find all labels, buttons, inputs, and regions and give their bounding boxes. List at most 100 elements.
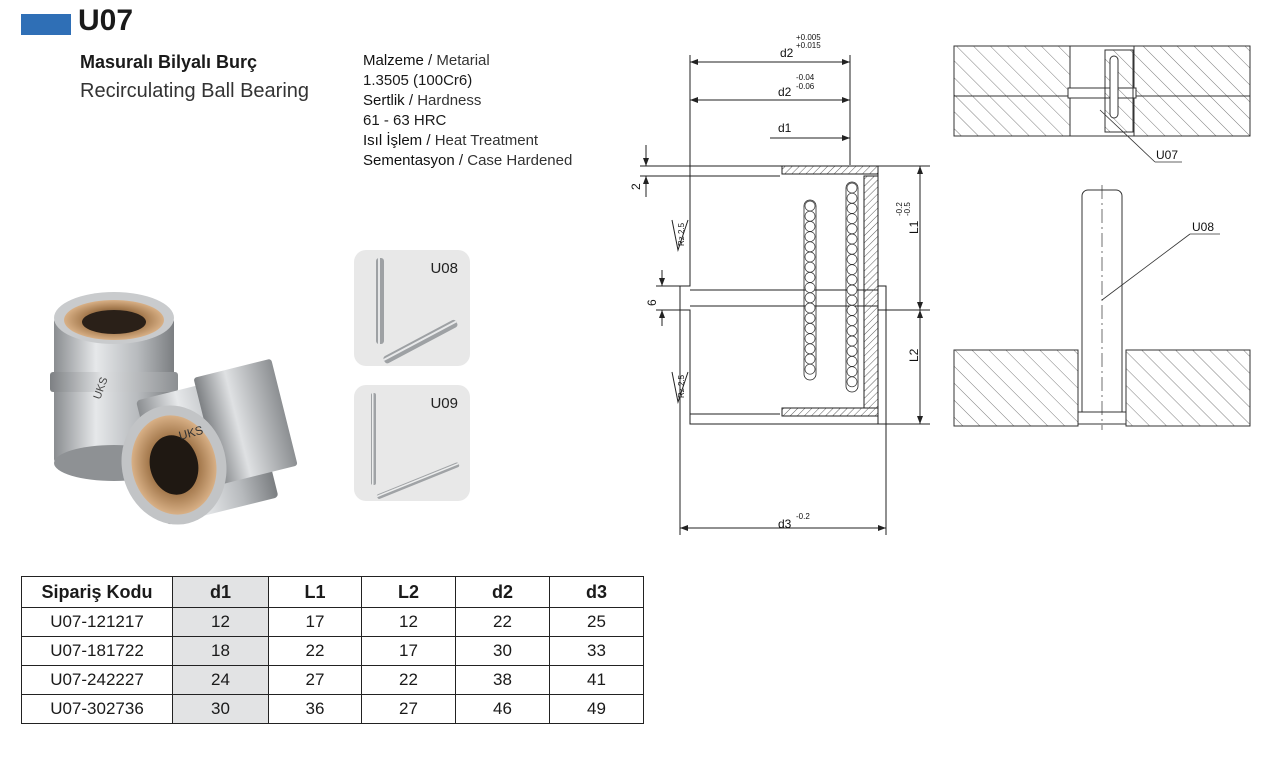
col-l1: L1 (268, 576, 362, 608)
cell-l2: 12 (361, 607, 456, 637)
cell-d1: 18 (172, 636, 269, 666)
dim-d3-tol: -0.2 (796, 512, 810, 521)
thumbnail-u09[interactable]: U09 (354, 385, 470, 501)
col-d2: d2 (455, 576, 550, 608)
ball-outer (846, 366, 858, 377)
ball-inner (804, 210, 816, 222)
spec-material-label: Malzeme / Metarial (363, 52, 490, 69)
cell-order-code: U07-181722 (21, 636, 173, 666)
cell-l2: 22 (361, 665, 456, 695)
dim-l2: L2 (907, 348, 921, 362)
table-header-row: Sipariş Kodu d1 L1 L2 d2 d3 (21, 576, 644, 608)
col-d3: d3 (549, 576, 644, 608)
table-row: U07-121217 12 17 12 22 25 (21, 607, 644, 637)
dim-2: 2 (629, 183, 643, 190)
ball-inner (804, 251, 816, 263)
guide-pin-icon (376, 258, 458, 364)
cell-d3: 25 (549, 607, 644, 637)
ball-inner (804, 221, 816, 232)
dim-l1: L1 (907, 220, 921, 234)
cell-l1: 17 (268, 607, 362, 637)
cell-d1: 24 (172, 665, 269, 695)
ball-outer (846, 274, 858, 286)
ejector-pin-icon (371, 393, 460, 499)
col-d1: d1 (172, 576, 269, 608)
cell-order-code: U07-121217 (21, 607, 173, 637)
spec-hardness-label: Sertlik / Hardness (363, 92, 482, 109)
cell-d2: 22 (455, 607, 550, 637)
ball-outer (846, 284, 858, 296)
bearing-front: UKS (121, 359, 298, 525)
dim-l1-tol-lower: -0.5 (903, 202, 912, 216)
ball-outer (846, 335, 858, 347)
dim-d2-inner-tol-lower: -0.06 (796, 82, 815, 91)
cell-l2: 17 (361, 636, 456, 666)
ball-inner (804, 261, 816, 273)
ball-inner (804, 363, 816, 375)
cell-l1: 22 (268, 636, 362, 666)
dim-d2-inner-tol-upper: -0.04 (796, 73, 815, 82)
ball-outer (846, 294, 858, 306)
ball-outer (846, 345, 858, 357)
cell-d2: 38 (455, 665, 550, 695)
ball-outer (846, 325, 858, 337)
ball-outer (846, 182, 858, 194)
dim-d2-outer-tol-lower: +0.015 (796, 41, 821, 50)
dim-l1-tol-upper: -0.2 (895, 202, 904, 216)
ball-outer (846, 243, 858, 255)
ball-outer (846, 254, 858, 265)
cell-l2: 27 (361, 694, 456, 724)
product-code: U07 (78, 4, 134, 37)
spec-case-hardened-label: Sementasyon / Case Hardened (363, 152, 573, 169)
cell-l1: 27 (268, 665, 362, 695)
ball-inner (804, 323, 816, 334)
col-order-code: Sipariş Kodu (21, 576, 173, 608)
cell-d3: 33 (549, 636, 644, 666)
ball-outer (846, 305, 858, 316)
thumbnail-label: U09 (430, 395, 458, 412)
dim-d2-outer: d2 (780, 46, 794, 60)
ball-outer (846, 223, 858, 235)
dim-d3: d3 (778, 517, 792, 531)
dim-d2-outer-tol-upper: +0.005 (796, 33, 821, 42)
ball-inner (804, 292, 816, 304)
ball-inner (804, 353, 816, 365)
table-row: U07-302736 30 36 27 46 49 (21, 694, 644, 724)
col-l2: L2 (361, 576, 456, 608)
order-table: Sipariş Kodu d1 L1 L2 d2 d3 U07-121217 1… (21, 576, 644, 724)
ball-inner (804, 282, 816, 293)
cell-order-code: U07-242227 (21, 665, 173, 695)
ball-inner (804, 241, 816, 253)
rz-bottom: Rz 2.5 (677, 374, 686, 398)
product-code-color-bar (21, 14, 71, 35)
cell-l1: 36 (268, 694, 362, 724)
product-photo: UKS UKS (50, 292, 298, 525)
spec-list: Malzeme / Metarial 1.3505 (100Cr6) Sertl… (363, 51, 572, 171)
callout-u08: U08 (1192, 220, 1214, 234)
rz-top: Rz 2.5 (677, 222, 686, 246)
ball-outer (846, 264, 858, 275)
callout-u07: U07 (1156, 148, 1178, 162)
ball-inner (804, 231, 816, 242)
ball-outer (846, 233, 858, 245)
ball-outer (846, 192, 858, 204)
assembly-drawings: U07 U08 (953, 45, 1251, 430)
cell-d3: 41 (549, 665, 644, 695)
ball-inner (804, 312, 816, 324)
ball-inner (804, 272, 816, 283)
thumbnail-u08[interactable]: U08 (354, 250, 470, 366)
cell-d2: 30 (455, 636, 550, 666)
ball-inner (804, 302, 816, 314)
cell-order-code: U07-302736 (21, 694, 173, 724)
cell-d1: 30 (172, 694, 269, 724)
ball-inner (804, 200, 816, 212)
title-turkish: Masuralı Bilyalı Burç (80, 52, 258, 72)
ball-outer (846, 213, 858, 224)
spec-heat-treatment-label: Isıl İşlem / Heat Treatment (363, 132, 539, 149)
cell-d3: 49 (549, 694, 644, 724)
spec-material-value: 1.3505 (100Cr6) (363, 72, 473, 89)
spec-hardness-value: 61 - 63 HRC (363, 112, 447, 129)
technical-drawing-section: d2 +0.005 +0.015 d2 -0.04 -0.06 d1 2 Rz … (629, 33, 930, 535)
brand-mark-front: UKS (177, 423, 204, 443)
ball-outer (846, 356, 858, 367)
